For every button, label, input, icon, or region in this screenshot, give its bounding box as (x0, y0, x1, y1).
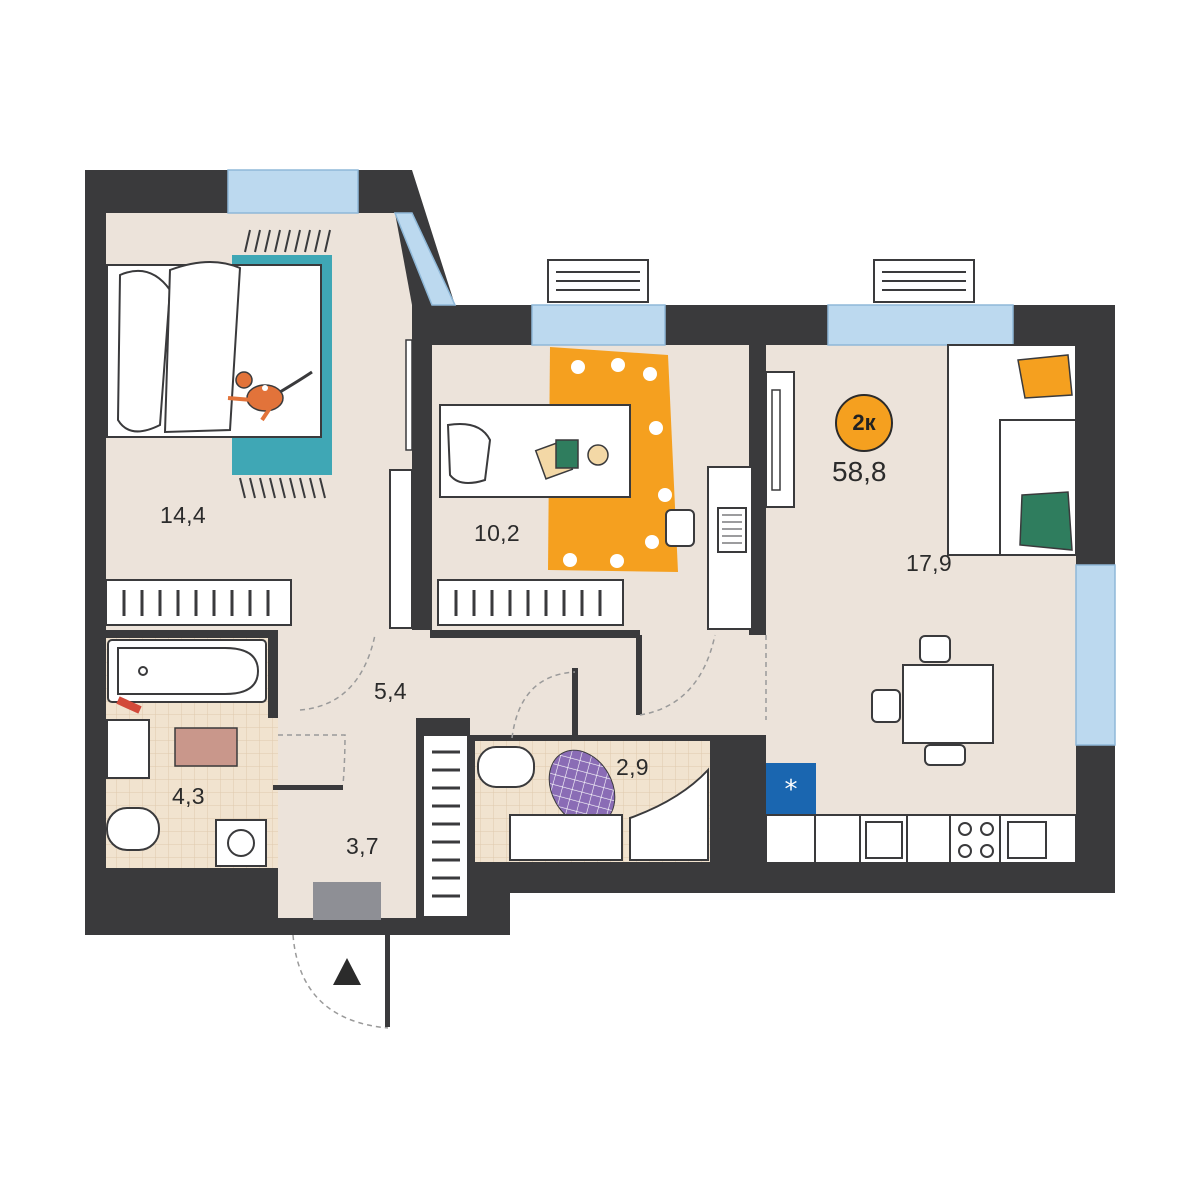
entry-door (385, 935, 390, 1027)
doormat (313, 882, 381, 920)
bath-mat (174, 727, 238, 767)
stove (958, 822, 994, 858)
window-kids-room (531, 304, 666, 346)
area-label-living-kitchen: 17,9 (906, 550, 952, 576)
dining-table (902, 664, 994, 744)
window-bedroom (227, 169, 359, 214)
windows (227, 169, 1116, 746)
chair-kids (665, 509, 695, 547)
kitchen-sink (865, 821, 903, 859)
fridge (766, 763, 816, 815)
radiator-entrance (422, 734, 469, 918)
snowflake-icon: * (785, 775, 798, 805)
shower (629, 767, 709, 861)
bathroom-fixtures (106, 639, 267, 867)
window-living-side (1075, 564, 1116, 746)
total-area: 58,8 (832, 456, 887, 487)
washbasin (106, 719, 150, 779)
area-label-toilet: 2,9 (616, 754, 649, 780)
cat-icon (227, 370, 313, 422)
area-label-bedroom: 14,4 (160, 502, 206, 528)
window-bedroom-angled (393, 212, 457, 306)
area-label-entrance: 3,7 (346, 833, 379, 859)
entrance-fixtures (292, 734, 469, 1029)
area-label-bathroom: 4,3 (172, 783, 205, 809)
living-kitchen-furniture: * (765, 344, 1077, 864)
cushion-green (1019, 491, 1073, 551)
toilet-wc (477, 746, 535, 788)
toilet-bathroom (106, 807, 160, 851)
toilet-sink (509, 814, 623, 861)
entrance-arrow-icon (333, 958, 361, 985)
hall-floor (278, 630, 766, 735)
kids-room-furniture (437, 347, 753, 630)
wardrobe (389, 469, 413, 629)
radiator-kids (437, 579, 624, 626)
ac-grilles (556, 271, 966, 291)
cushion-orange (1017, 354, 1073, 399)
apartment-type-badge: 2к (835, 394, 893, 452)
entry-door-swing (292, 934, 389, 1029)
window-living (827, 304, 1014, 346)
area-label-kids-room: 10,2 (474, 520, 520, 546)
bedroom-furniture (105, 229, 413, 629)
radiator-bedroom (105, 579, 292, 626)
door-swings (278, 634, 767, 786)
toilet-fixtures (477, 746, 709, 861)
area-label-hall: 5,4 (374, 678, 407, 704)
